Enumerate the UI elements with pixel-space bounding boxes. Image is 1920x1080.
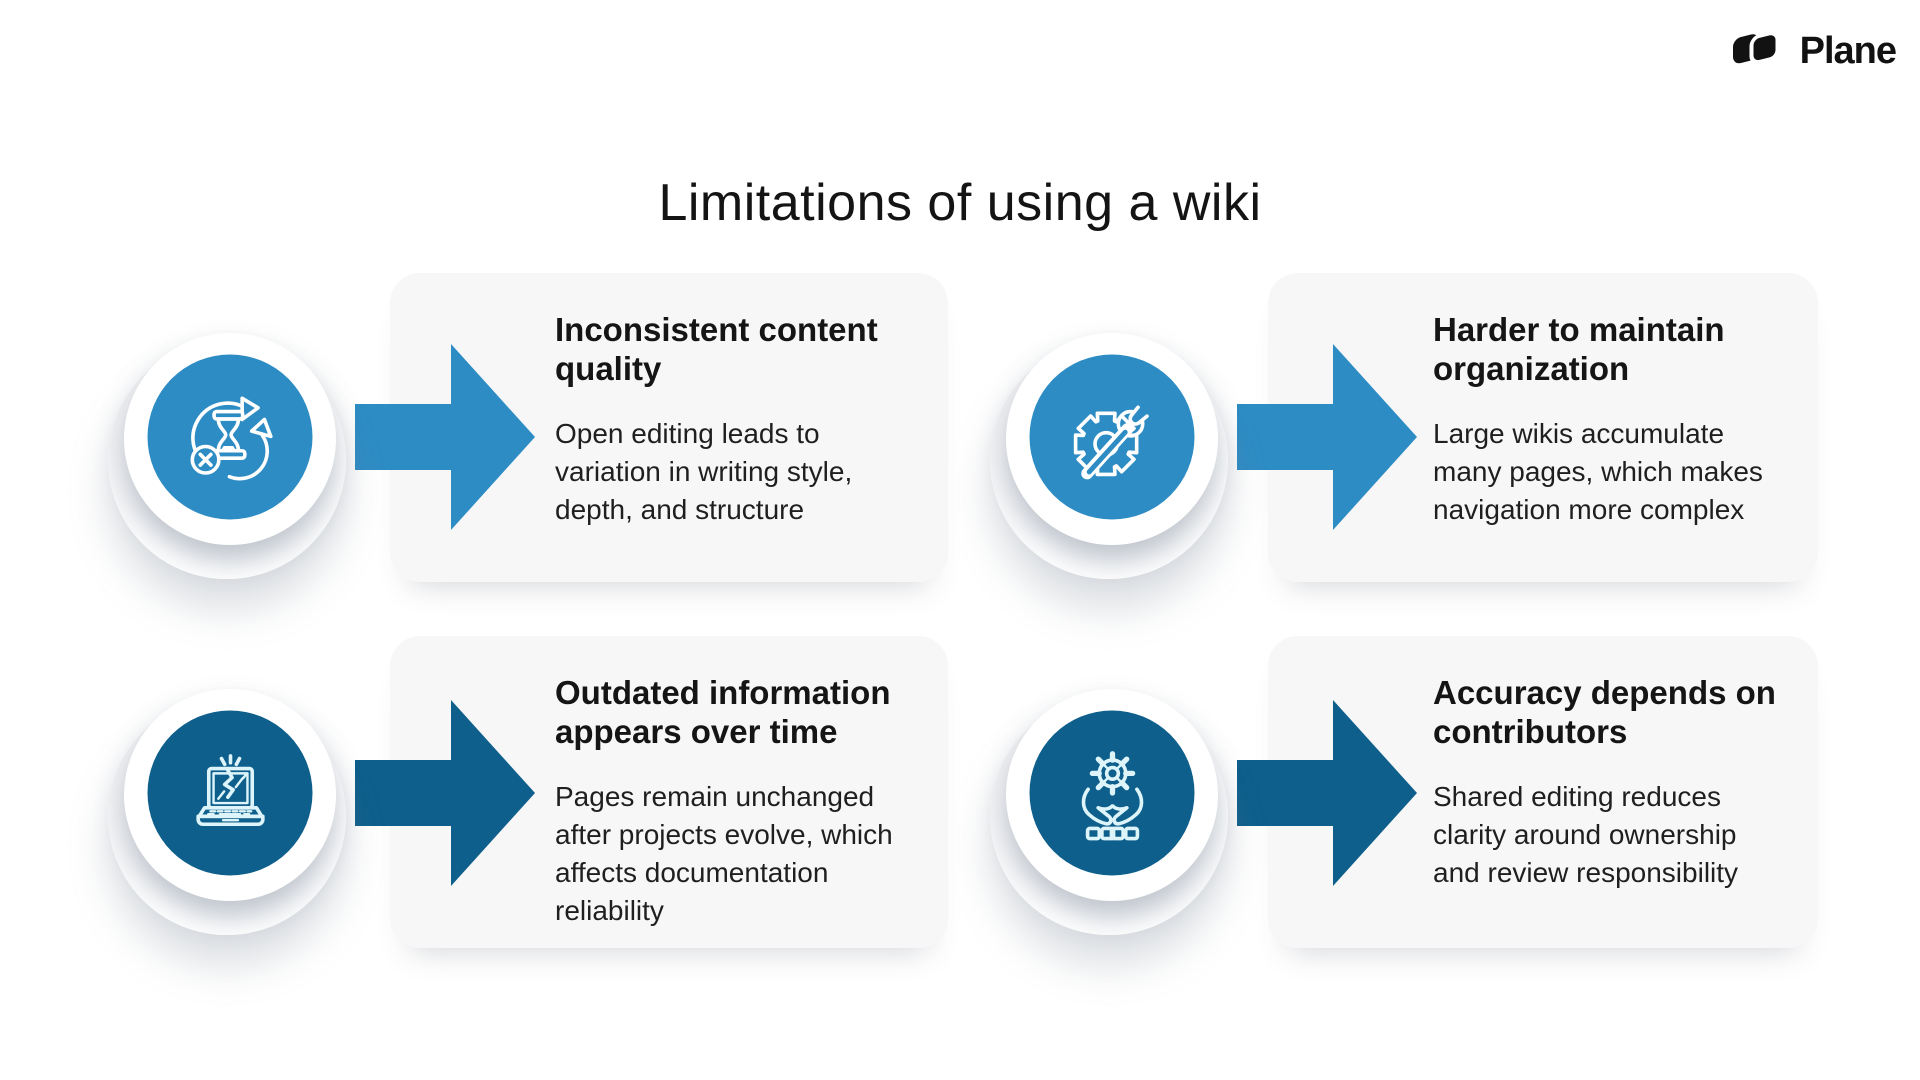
right-arrow-icon [1237,344,1417,530]
icon-circle [1029,354,1195,520]
wrench-gear-icon [1073,400,1153,479]
broken-laptop-icon [195,753,265,826]
feature-title: Outdated information appears over time [555,674,891,750]
refresh-hourglass-error-icon [190,395,273,480]
plane-logo: Plane [1728,28,1897,74]
icon-circle [147,710,313,876]
feature-title: Harder to maintain organization [1433,311,1725,387]
plane-logo-text: Plane [1799,29,1897,72]
feature-description: Open editing leads to variation in writi… [555,417,853,526]
feature-card: Accuracy depends on contributors Shared … [1268,636,1818,948]
feature-title: Inconsistent content quality [555,311,878,387]
feature-description: Pages remain unchanged after projects ev… [555,780,893,927]
right-arrow-icon [1237,700,1417,886]
icon-circle [1029,710,1195,876]
feature-title: Accuracy depends on contributors [1433,674,1776,750]
feature-description: Shared editing reduces clarity around ow… [1433,780,1739,889]
page-title: Limitations of using a wiki [658,173,1262,232]
feature-card: Outdated information appears over time P… [390,636,948,948]
feature-description: Large wikis accumulate many pages, which… [1433,417,1763,526]
hands-gear-icon [1081,750,1143,840]
right-arrow-icon [355,700,535,886]
icon-circle [147,354,313,520]
plane-logo-icon [1732,31,1780,65]
right-arrow-icon [355,344,535,530]
